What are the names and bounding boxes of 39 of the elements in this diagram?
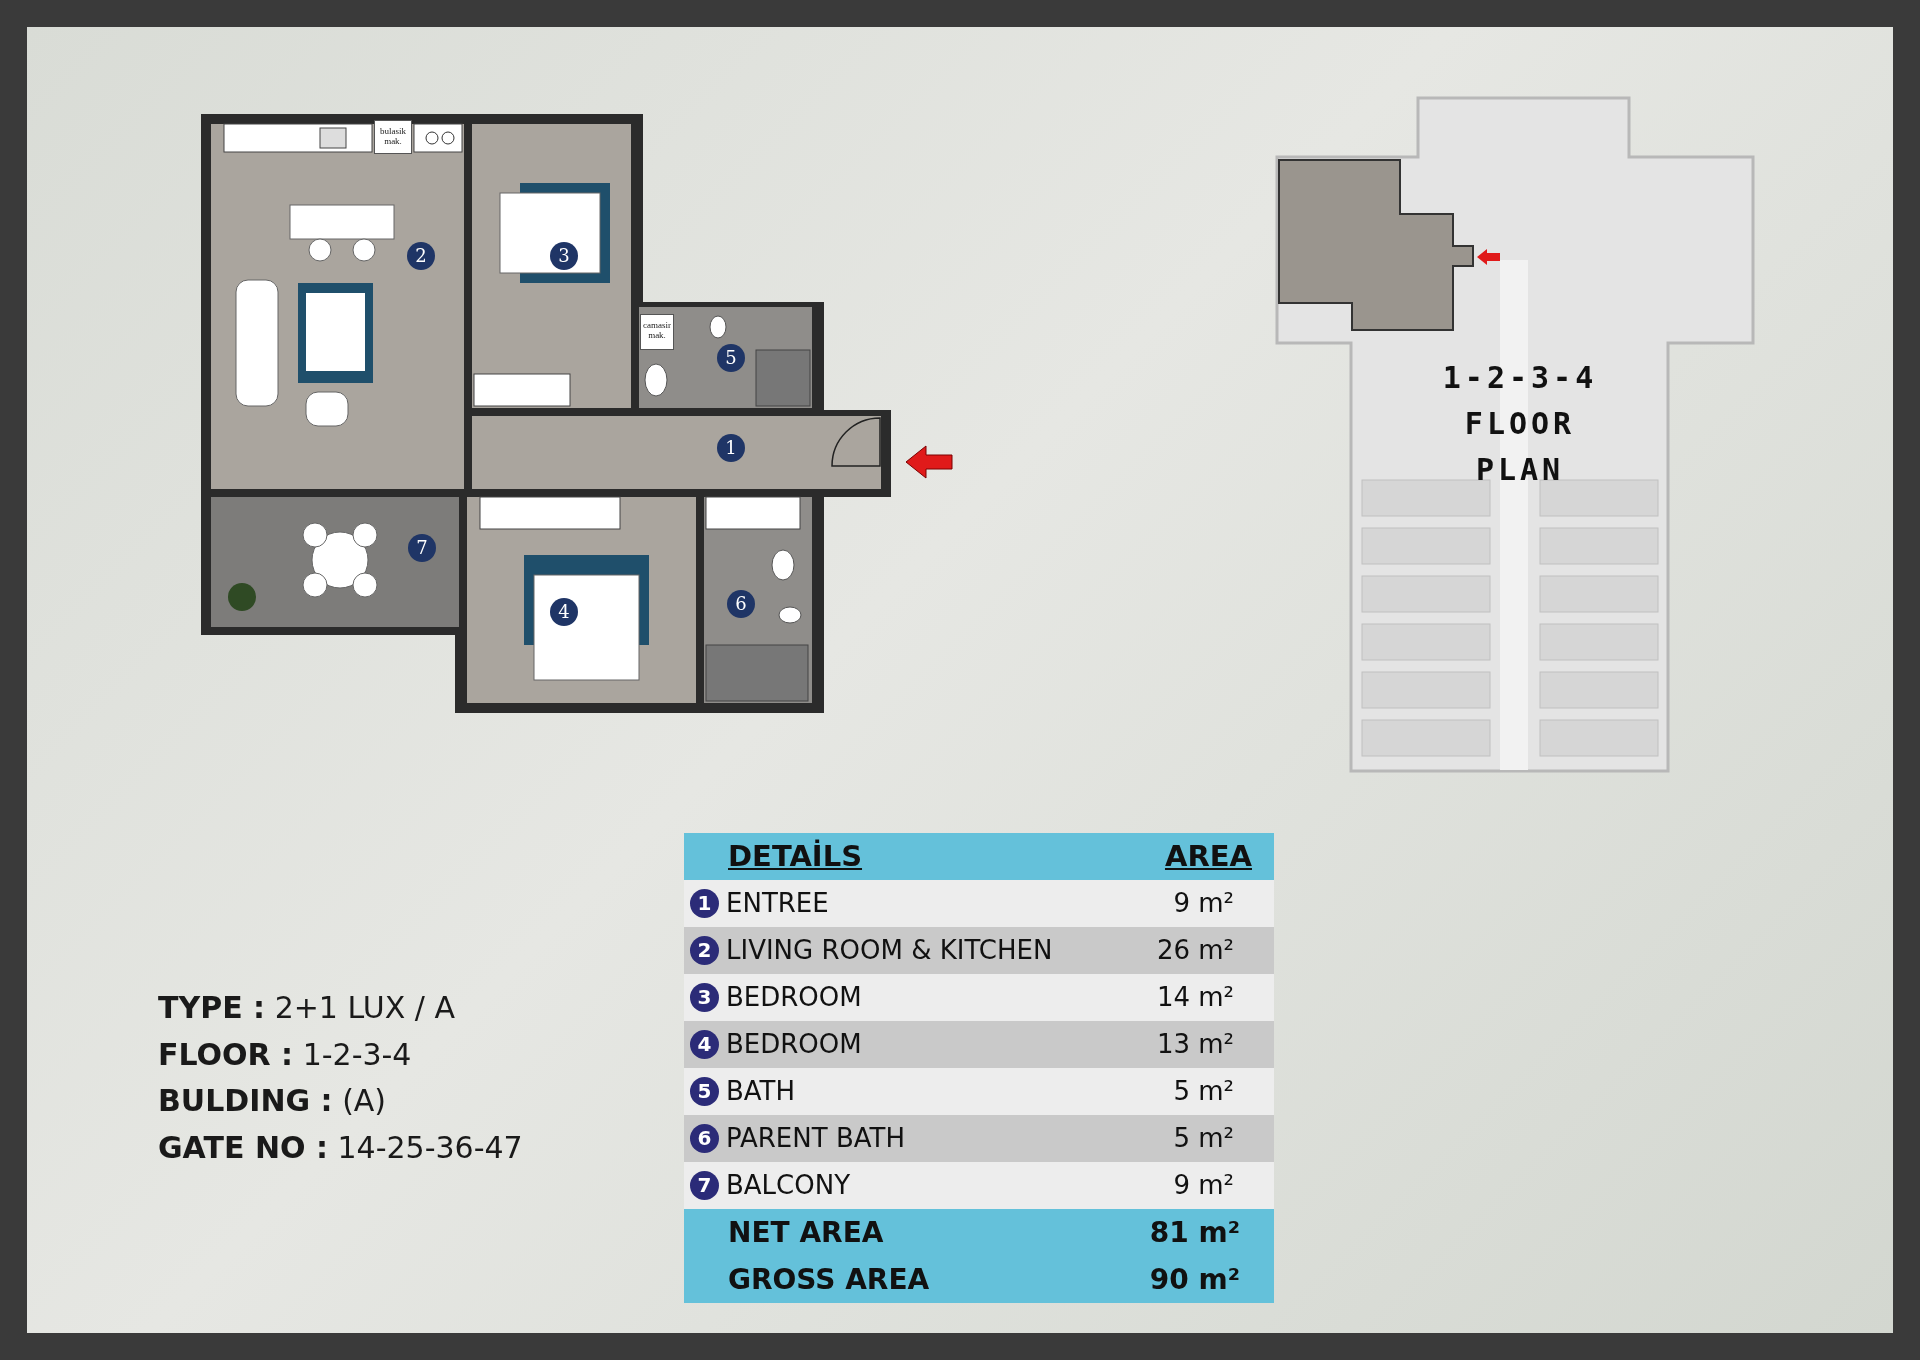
area-value: 26 m²: [1156, 934, 1234, 967]
unit-info-line: GATE NO : 14-25-36-47: [158, 1130, 523, 1165]
callout-number: 3: [690, 983, 719, 1012]
room-name: PARENT BATH: [726, 1122, 905, 1155]
callout-number: 1: [717, 434, 745, 462]
area-value: 5 m²: [1173, 1122, 1234, 1155]
callout-number: 5: [717, 344, 745, 372]
area-value: 14 m²: [1156, 981, 1234, 1014]
callout-number: 5: [690, 1077, 719, 1106]
area-value: 5 m²: [1173, 1075, 1234, 1108]
appliance-label: bulasik mak.: [374, 120, 412, 154]
unit-info-line: FLOOR : 1-2-3-4: [158, 1037, 412, 1072]
room-name: LIVING ROOM & KITCHEN: [726, 934, 1053, 967]
total-label: GROSS AREA: [728, 1262, 930, 1298]
unit-info-line: TYPE : 2+1 LUX / A: [158, 990, 455, 1025]
room-name: BALCONY: [726, 1169, 851, 1202]
area-value: 9 m²: [1173, 887, 1234, 920]
callout-number: 7: [690, 1171, 719, 1200]
callout-number: 2: [407, 242, 435, 270]
appliance-label: camasir mak.: [640, 314, 674, 350]
callout-number: 6: [690, 1124, 719, 1153]
unit-info-line: BULDING : (A): [158, 1083, 387, 1118]
room-name: BEDROOM: [726, 981, 862, 1014]
total-label: NET AREA: [728, 1215, 884, 1251]
callout-number: 6: [727, 590, 755, 618]
floor-plan-caption: 1-2-3-4 FLOOR PLAN: [1441, 359, 1599, 489]
room-name: BEDROOM: [726, 1028, 862, 1061]
callout-number: 1: [690, 889, 719, 918]
callout-number: 2: [690, 936, 719, 965]
column-header: AREA: [1164, 838, 1252, 875]
room-name: BATH: [726, 1075, 796, 1108]
column-header: DETAİLS: [728, 838, 862, 875]
room-name: ENTREE: [726, 887, 829, 920]
total-value: 81 m²: [1149, 1215, 1240, 1251]
area-value: 9 m²: [1173, 1169, 1234, 1202]
area-value: 13 m²: [1156, 1028, 1234, 1061]
callout-number: 7: [408, 534, 436, 562]
callout-number: 4: [690, 1030, 719, 1059]
total-value: 90 m²: [1149, 1262, 1240, 1298]
